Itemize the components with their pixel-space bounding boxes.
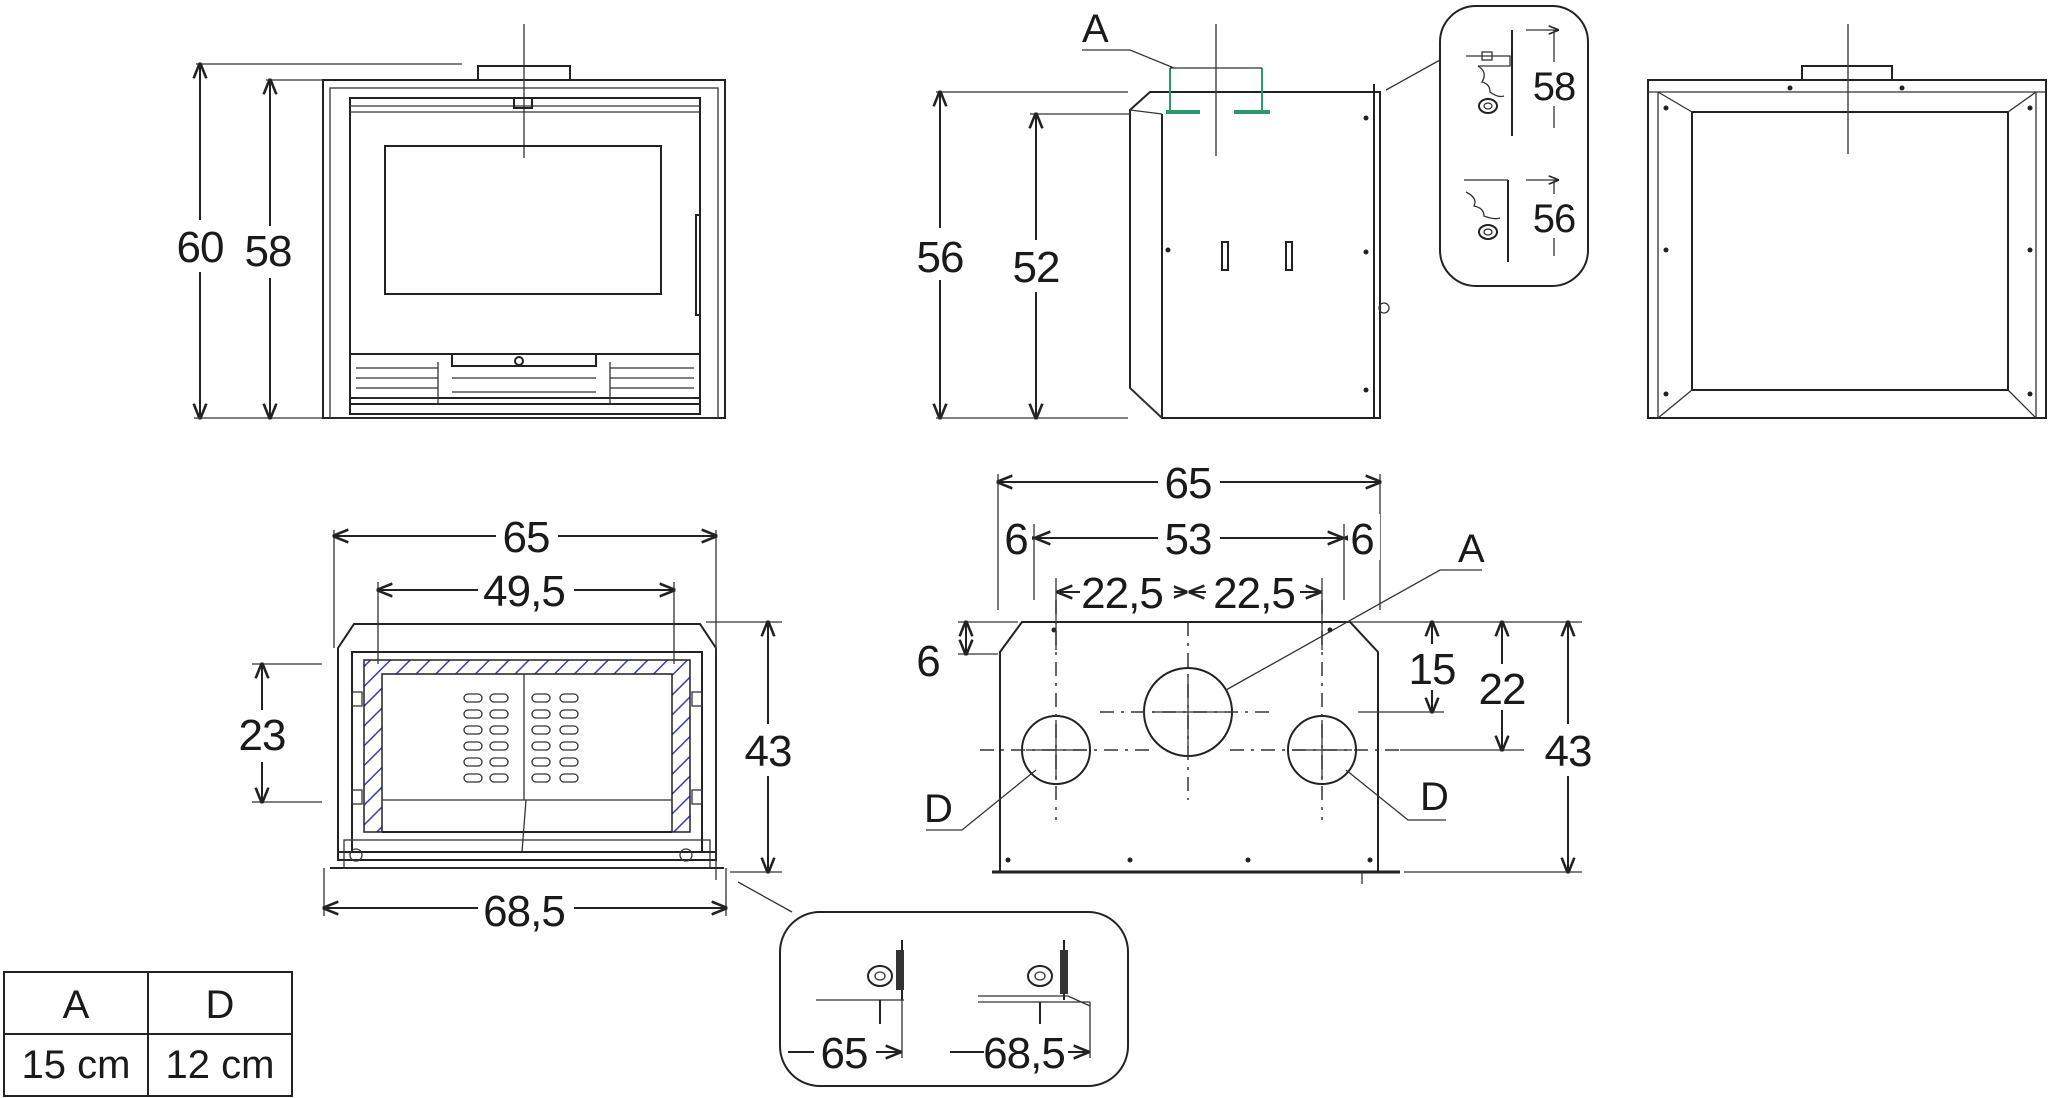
top-half-right: 22,5 <box>1213 569 1295 618</box>
plan-width-top: 65 <box>503 513 550 562</box>
top-label-d-right: D <box>1420 775 1449 819</box>
top-label-d-left: D <box>924 787 953 831</box>
side-connector-label: A <box>1082 7 1109 51</box>
top-depth-total: 43 <box>1545 727 1592 776</box>
legend-table: A D 15 cm 12 cm <box>3 971 293 1097</box>
front-view: 60 58 <box>168 24 726 418</box>
bottom-detail: 65 68,5 <box>737 881 1129 1087</box>
plan-depth-left: 23 <box>239 711 286 760</box>
legend-value-d: 12 cm <box>166 1043 275 1087</box>
plan-depth-right: 43 <box>745 727 792 776</box>
detail-value-top: 58 <box>1533 65 1576 109</box>
top-width-total: 65 <box>1165 459 1212 508</box>
detail-right-value: 68,5 <box>983 1029 1065 1078</box>
side-height-outer: 56 <box>917 233 964 282</box>
front-height-inner: 58 <box>245 227 292 276</box>
plan-view: 65 49,5 23 43 68,5 <box>234 512 800 936</box>
top-offset-left: 6 <box>1004 515 1027 564</box>
side-view: A 56 52 58 56 <box>912 5 1589 418</box>
legend-header-d: D <box>206 983 235 1027</box>
legend-value-a: 15 cm <box>22 1043 131 1087</box>
top-edge-offset: 6 <box>916 637 939 686</box>
top-offset-right: 6 <box>1350 515 1373 564</box>
top-half-left: 22,5 <box>1081 569 1163 618</box>
top-depth-center: 15 <box>1409 645 1456 694</box>
rear-view <box>1647 24 2047 419</box>
detail-left-value: 65 <box>821 1029 868 1078</box>
top-width-middle: 53 <box>1165 515 1212 564</box>
plan-width-inner: 49,5 <box>483 567 565 616</box>
front-height-outer: 60 <box>177 223 224 272</box>
legend-header-a: A <box>63 983 90 1027</box>
plan-width-bottom: 68,5 <box>483 887 565 936</box>
top-depth-side: 22 <box>1479 665 1526 714</box>
side-height-inner: 52 <box>1013 243 1060 292</box>
top-view: 65 6 53 6 22,5 22,5 A D D 6 <box>912 458 1596 884</box>
detail-value-bottom: 56 <box>1533 197 1576 241</box>
top-label-a: A <box>1458 527 1485 571</box>
